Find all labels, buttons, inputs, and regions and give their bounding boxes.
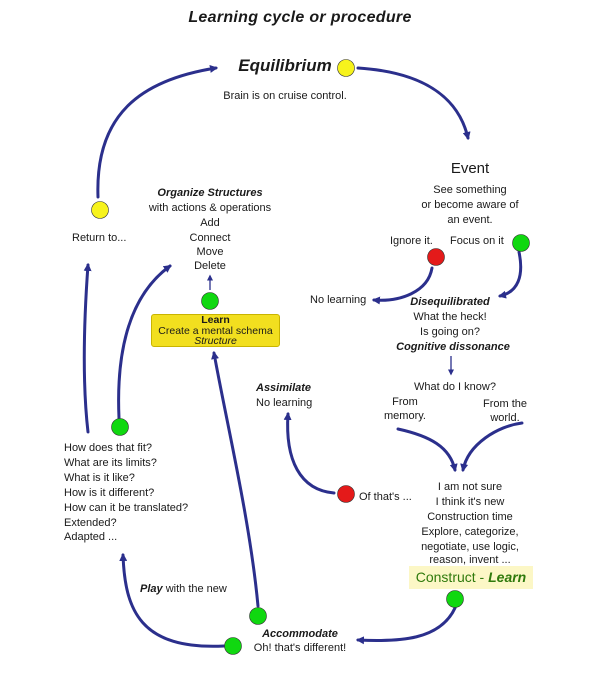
of-thats-dot (337, 485, 355, 503)
event-desc-1: See something (433, 184, 507, 196)
event-desc-2: or become aware of (421, 199, 519, 211)
arrow-accommodate-to-questions (119, 553, 226, 648)
learn-box-line-3: Structure (194, 335, 237, 347)
question-4: How is it different? (64, 487, 155, 499)
return-to-label: Return to... (72, 232, 127, 244)
organize-line-5: Delete (194, 260, 226, 272)
disequilibrated-heading: Disequilibrated (410, 296, 490, 308)
event-heading: Event (450, 160, 490, 177)
question-1: How does that fit? (64, 442, 153, 454)
ignore-label: Ignore it. (390, 235, 433, 247)
questions-dot (111, 418, 129, 436)
of-thats-label: Of that's ... (359, 491, 412, 503)
disequilibrated-line-1: What the heck! (413, 311, 487, 323)
disequilibrated-line-2: Is going on? (420, 326, 480, 338)
organize-line-3: Connect (189, 232, 231, 244)
from-world-1: From the (482, 398, 527, 410)
what-do-i-know: What do I know? (414, 381, 496, 393)
assimilate-desc: No learning (256, 397, 313, 409)
construction-line-1: I am not sure (437, 481, 503, 493)
learn-dot (201, 292, 219, 310)
question-2: What are its limits? (64, 457, 157, 469)
question-5: How can it be translated? (64, 502, 189, 514)
arrow-ofthats-to-assimilate (283, 412, 336, 495)
equilibrium-heading: Equilibrium (238, 56, 332, 75)
play-dot (249, 607, 267, 625)
arrow-ignore-to-no-learning (372, 266, 434, 305)
construct-learn-label: Learn (488, 569, 527, 585)
equilibrium-desc: Brain is on cruise control. (223, 90, 347, 102)
organize-line-2: Add (200, 217, 220, 229)
arrow-up-to-return (82, 263, 92, 434)
from-memory-1: From (392, 396, 418, 408)
from-memory-2: memory. (384, 410, 426, 422)
focus-label: Focus on it (450, 235, 504, 247)
organize-line-1: with actions & operations (148, 202, 272, 214)
arrow-memory-to-construction (396, 427, 458, 472)
accommodate-heading: Accommodate (262, 628, 338, 640)
construction-line-4: Explore, categorize, (421, 526, 519, 538)
construction-line-2: I think it's new (435, 496, 505, 508)
arrow-equilibrium-to-event (356, 66, 471, 140)
question-6: Extended? (64, 517, 117, 529)
learn-box-title: Learn (201, 314, 230, 326)
construction-line-3: Construction time (427, 511, 513, 523)
organize-line-4: Move (196, 246, 224, 258)
learn-box-line-2: Create a mental schema (158, 324, 273, 337)
event-no-learning: No learning (310, 294, 367, 306)
return-dot (91, 201, 109, 219)
play-label: Play with the new (140, 582, 227, 597)
focus-dot (512, 234, 530, 252)
arrow-play-to-learn (211, 351, 260, 608)
organize-heading: Organize Structures (157, 187, 263, 199)
equilibrium-dot (337, 59, 355, 77)
accommodate-desc: Oh! that's different! (253, 642, 347, 654)
event-desc-3: an event. (447, 214, 493, 226)
from-world-2: world. (490, 412, 520, 424)
construct-learn-box: Construct - Learn (409, 566, 533, 589)
assimilate-heading: Assimilate (256, 382, 312, 394)
ignore-dot (427, 248, 445, 266)
arrow-construct-to-accommodate (356, 606, 457, 645)
play-bold: Play (140, 583, 163, 595)
construct-dot (446, 590, 464, 608)
arrow-focus-to-disequilibrated (498, 250, 523, 299)
cognitive-dissonance: Cognitive dissonance (396, 341, 510, 353)
arrow-return-to-equilibrium (96, 64, 218, 199)
learn-box: Learn Create a mental schema Structure (151, 314, 280, 347)
construction-line-6: reason, invent ... (429, 554, 511, 566)
diagram-title: Learning cycle or procedure (188, 9, 412, 26)
question-3: What is it like? (64, 472, 135, 484)
construct-label: Construct - (415, 569, 489, 585)
arrow-world-to-construction (460, 421, 524, 472)
accommodate-dot (224, 637, 242, 655)
arrow-questions-to-organize (117, 264, 172, 420)
construction-line-5: negotiate, use logic, (421, 541, 519, 553)
question-7: Adapted ... (64, 531, 118, 543)
play-rest: with the new (162, 583, 227, 595)
